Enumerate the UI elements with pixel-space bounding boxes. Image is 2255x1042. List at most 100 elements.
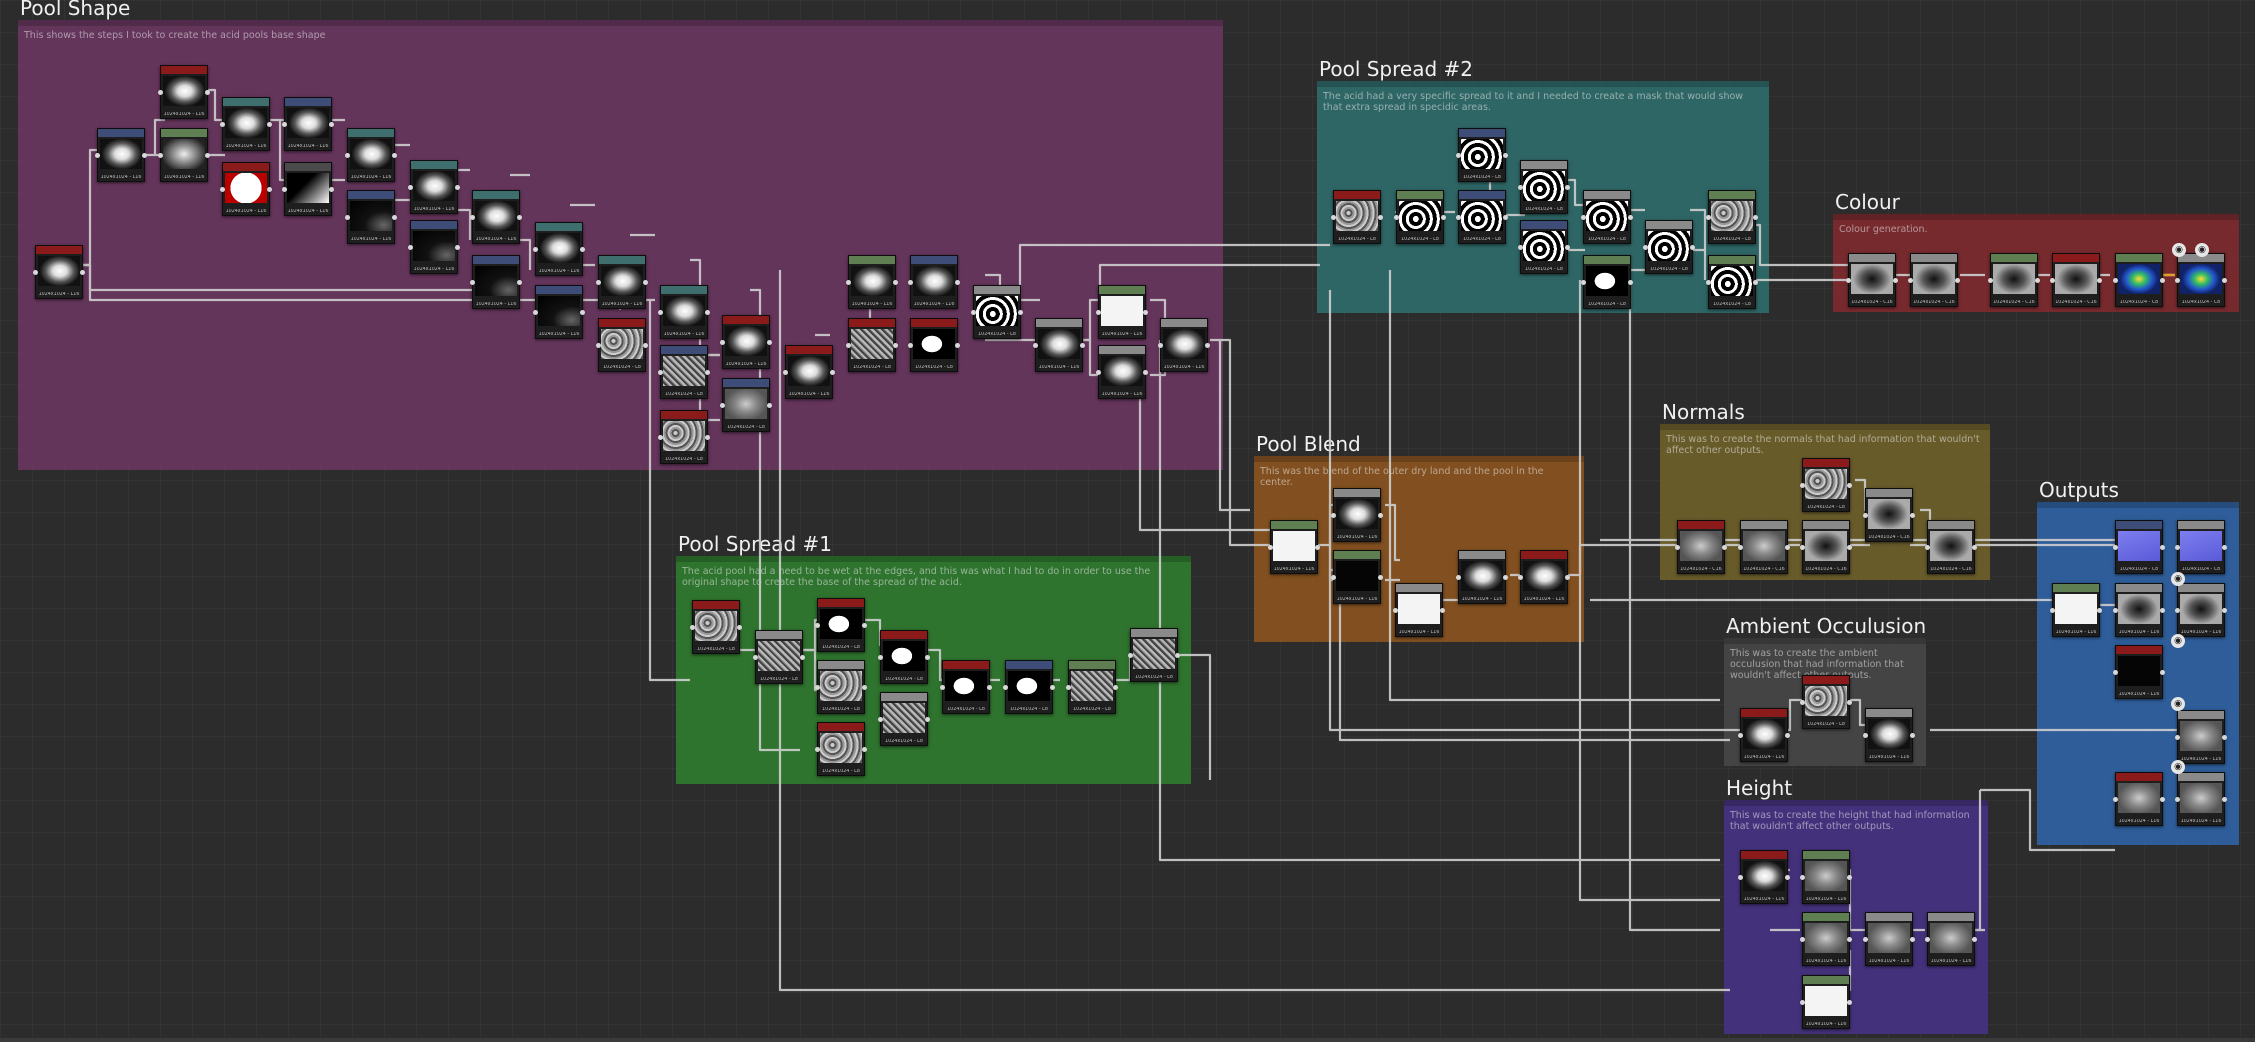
output-pin[interactable] [2160, 545, 2165, 550]
input-pin[interactable] [753, 655, 758, 660]
output-pin[interactable] [862, 685, 867, 690]
input-pin[interactable] [720, 403, 725, 408]
input-pin[interactable] [815, 747, 820, 752]
graph-node[interactable]: 1024x1024 - L8 [815, 598, 867, 652]
output-icon[interactable]: ◉ [2171, 572, 2185, 586]
graph-node[interactable]: 1024x1024 - L8 [815, 660, 867, 714]
output-pin[interactable] [1910, 937, 1915, 942]
graph-node[interactable]: 1024x1024 - C8 [2175, 520, 2227, 574]
input-pin[interactable] [345, 153, 350, 158]
graph-node[interactable]: 1024x1024 - C16 [1846, 253, 1898, 307]
graph-node[interactable]: 1024x1024 - L8 [878, 630, 930, 684]
output-pin[interactable] [862, 623, 867, 628]
input-pin[interactable] [1800, 875, 1805, 880]
graph-node[interactable]: 1024x1024 - L8 [1706, 255, 1758, 309]
input-pin[interactable] [408, 245, 413, 250]
output-pin[interactable] [329, 187, 334, 192]
graph-node[interactable]: 1024x1024 - L8 [940, 660, 992, 714]
graph-node[interactable]: 1024x1024 - L8 [720, 378, 772, 432]
input-pin[interactable] [1863, 513, 1868, 518]
input-pin[interactable] [596, 343, 601, 348]
output-pin[interactable] [767, 340, 772, 345]
input-pin[interactable] [783, 370, 788, 375]
output-pin[interactable] [1847, 937, 1852, 942]
input-pin[interactable] [971, 310, 976, 315]
input-pin[interactable] [2175, 797, 2180, 802]
graph-node[interactable]: 1024x1024 - L16 [1800, 975, 1852, 1029]
input-pin[interactable] [1738, 875, 1743, 880]
graph-node[interactable]: 1024x1024 - L8 [908, 318, 960, 372]
graph-node[interactable]: 1024x1024 - L16 [220, 162, 272, 216]
input-pin[interactable] [1908, 278, 1913, 283]
output-pin[interactable] [925, 655, 930, 660]
output-pin[interactable] [1893, 278, 1898, 283]
output-pin[interactable] [2222, 608, 2227, 613]
graph-node[interactable]: 1024x1024 - L16 [1033, 318, 1085, 372]
output-pin[interactable] [705, 370, 710, 375]
graph-node[interactable]: 1024x1024 - L16 [158, 65, 210, 119]
output-pin[interactable] [1753, 215, 1758, 220]
graph-node[interactable]: 1024x1024 - L8 [878, 692, 930, 746]
output-pin[interactable] [1143, 310, 1148, 315]
input-pin[interactable] [1925, 937, 1930, 942]
input-pin[interactable] [2175, 608, 2180, 613]
graph-node[interactable]: 1024x1024 - C8 [2175, 253, 2227, 307]
output-pin[interactable] [1972, 937, 1977, 942]
graph-node[interactable]: 1024x1024 - L16 [2113, 583, 2165, 637]
output-pin[interactable] [1565, 185, 1570, 190]
graph-node[interactable]: 1024x1024 - L16 [1738, 850, 1790, 904]
graph-node[interactable]: 1024x1024 - L16 [1863, 708, 1915, 762]
output-pin[interactable] [2160, 670, 2165, 675]
input-pin[interactable] [2113, 670, 2118, 675]
input-pin[interactable] [846, 343, 851, 348]
input-pin[interactable] [1863, 733, 1868, 738]
graph-node[interactable]: 1024x1024 - L8 [1800, 458, 1852, 512]
output-pin[interactable] [893, 343, 898, 348]
input-pin[interactable] [2175, 545, 2180, 550]
graph-node[interactable]: 1024x1024 - L16 [345, 128, 397, 182]
output-pin[interactable] [1503, 215, 1508, 220]
graph-node[interactable]: 1024x1024 - L8 [815, 722, 867, 776]
graph-node[interactable]: 1024x1024 - L16 [1738, 708, 1790, 762]
input-pin[interactable] [1988, 278, 1993, 283]
graph-node[interactable]: 1024x1024 - L8 [1456, 190, 1508, 244]
output-pin[interactable] [1143, 370, 1148, 375]
input-pin[interactable] [408, 185, 413, 190]
input-pin[interactable] [2113, 797, 2118, 802]
output-pin[interactable] [1722, 545, 1727, 550]
output-pin[interactable] [1847, 875, 1852, 880]
output-pin[interactable] [2222, 735, 2227, 740]
graph-node[interactable]: 1024x1024 - L16 [533, 222, 585, 276]
graph-node[interactable]: 1024x1024 - L8 [1331, 190, 1383, 244]
output-pin[interactable] [643, 280, 648, 285]
output-icon[interactable]: ◉ [2195, 243, 2209, 257]
input-pin[interactable] [1846, 278, 1851, 283]
input-pin[interactable] [533, 310, 538, 315]
graph-node[interactable]: 1024x1024 - L16 [408, 160, 460, 214]
input-pin[interactable] [596, 280, 601, 285]
input-pin[interactable] [1003, 685, 1008, 690]
graph-node[interactable]: 1024x1024 - C8 [2113, 520, 2165, 574]
graph-node[interactable]: 1024x1024 - L8 [753, 630, 805, 684]
input-pin[interactable] [2050, 278, 2055, 283]
input-pin[interactable] [1456, 153, 1461, 158]
input-pin[interactable] [1394, 215, 1399, 220]
graph-node[interactable]: 1024x1024 - L16 [470, 255, 522, 309]
output-pin[interactable] [705, 435, 710, 440]
graph-node[interactable]: 1024x1024 - L16 [1800, 850, 1852, 904]
graph-node[interactable]: 1024x1024 - L8 [1128, 628, 1180, 682]
output-icon[interactable]: ◉ [2172, 243, 2186, 257]
output-pin[interactable] [1972, 545, 1977, 550]
input-pin[interactable] [1738, 733, 1743, 738]
output-pin[interactable] [1440, 608, 1445, 613]
input-pin[interactable] [282, 122, 287, 127]
graph-node[interactable]: 1024x1024 - C16 [1863, 488, 1915, 542]
graph-node[interactable]: 1024x1024 - L8 [596, 318, 648, 372]
graph-node[interactable]: 1024x1024 - C16 [1675, 520, 1727, 574]
output-pin[interactable] [1847, 700, 1852, 705]
output-pin[interactable] [1175, 653, 1180, 658]
graph-node[interactable]: 1024x1024 - C16 [1800, 520, 1852, 574]
input-pin[interactable] [1706, 215, 1711, 220]
input-pin[interactable] [846, 280, 851, 285]
